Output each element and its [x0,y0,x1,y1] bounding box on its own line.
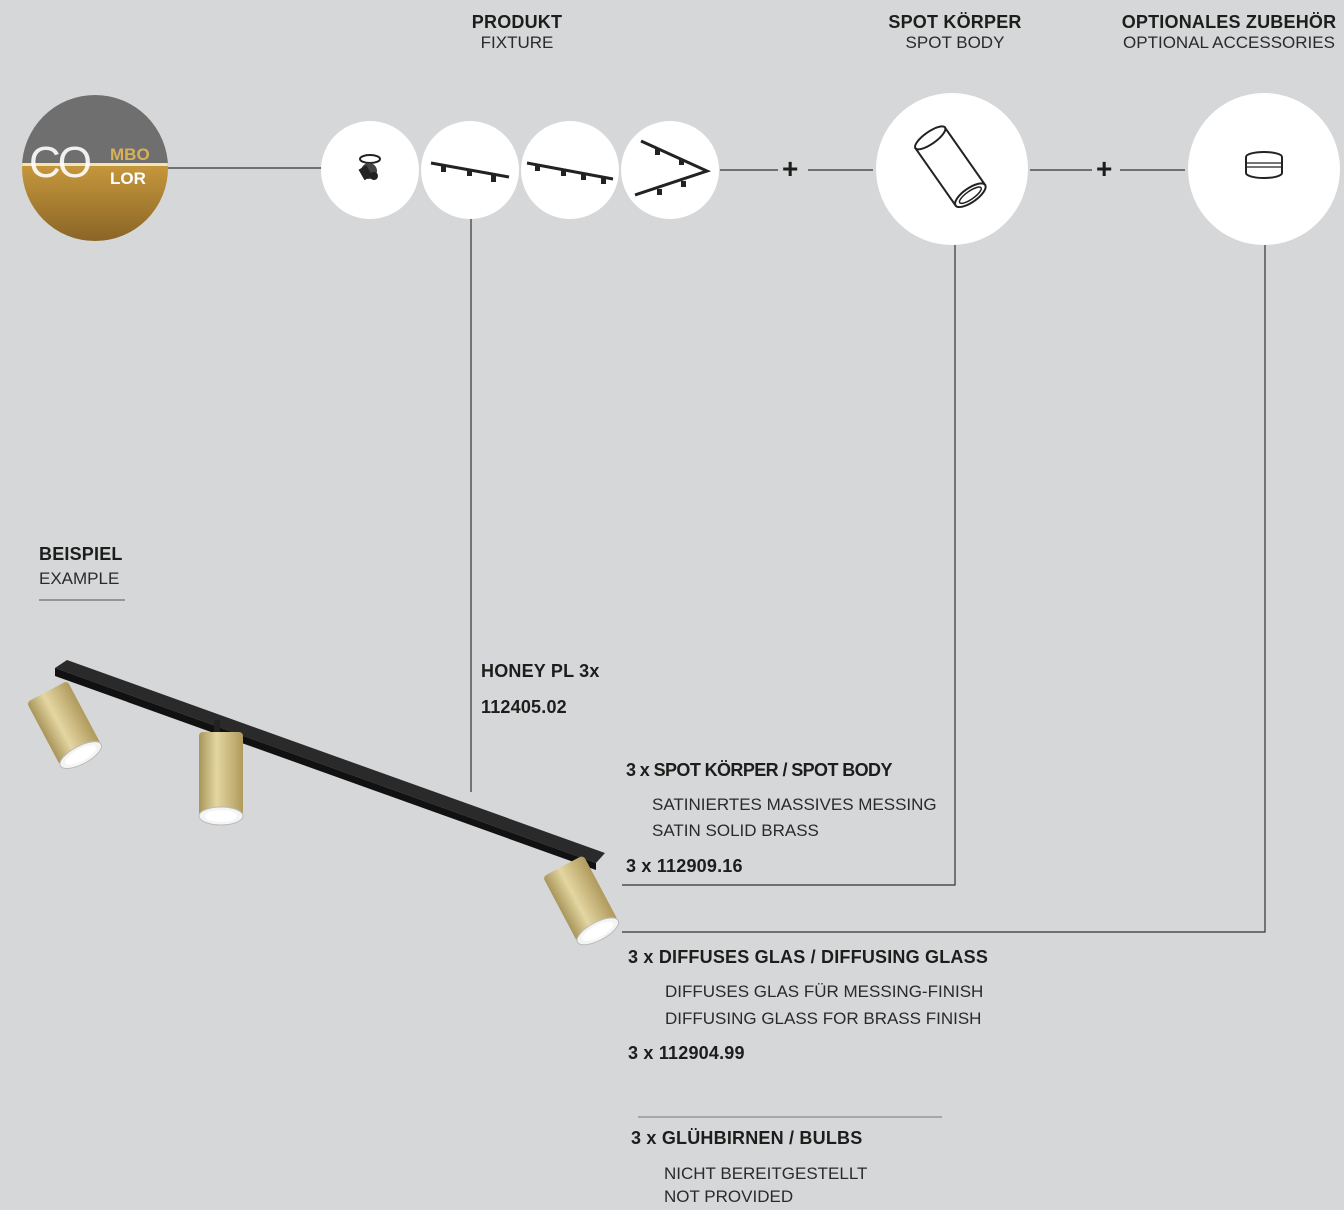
angled-rail-icon [634,139,712,197]
glass-code: 3 x 112904.99 [628,1043,745,1063]
spot-material-en: SATIN SOLID BRASS [652,821,819,840]
rail-3-spots-icon [430,161,510,182]
product-code: 112405.02 [481,697,567,717]
plus-sign: + [782,153,799,184]
bulbs-desc-de: NICHT BEREITGESTELLT [664,1164,868,1183]
product-option-ceiling-spot[interactable] [321,121,419,219]
header-product-title: PRODUKT [471,12,563,32]
spot-body-option[interactable] [876,93,1028,245]
header-accessories: OPTIONALES ZUBEHÖR OPTIONAL ACCESSORIES [1104,12,1344,53]
accessory-option-glass[interactable] [1188,93,1340,245]
header-product: PRODUKT FIXTURE [437,12,597,53]
example-title: BEISPIEL [39,544,123,564]
header-spot-body-title: SPOT KÖRPER [888,12,1022,32]
example-fixture-drawing [28,660,620,946]
spot-cylinder-icon [914,125,987,209]
header-spot-body-subtitle: SPOT BODY [905,33,1005,52]
header-spot-body: SPOT KÖRPER SPOT BODY [855,12,1055,53]
logo-text-mbo: MBO [110,145,150,164]
diffusing-glass-icon [1245,151,1283,179]
example-label: BEISPIEL EXAMPLE [39,544,123,589]
example-subtitle: EXAMPLE [39,569,120,588]
glass-desc-en: DIFFUSING GLASS FOR BRASS FINISH [665,1009,982,1028]
logo-text-co: CO [29,138,92,187]
product-option-rail-4[interactable] [521,121,619,219]
spot-code: 3 x 112909.16 [626,856,743,876]
header-accessories-subtitle: OPTIONAL ACCESSORIES [1123,33,1335,52]
logo-text-lor: LOR [110,169,146,188]
bulbs-desc-en: NOT PROVIDED [664,1187,794,1206]
spot-material-de: SATINIERTES MASSIVES MESSING [652,795,937,814]
rail-4-spots-icon [526,161,614,184]
product-name: HONEY PL 3x [481,661,600,681]
spot-title: 3 x SPOT KÖRPER / SPOT BODY [626,760,892,780]
header-accessories-title: OPTIONALES ZUBEHÖR [1121,12,1337,32]
single-spot-icon [358,154,381,181]
glass-desc-de: DIFFUSES GLAS FÜR MESSING-FINISH [665,982,984,1001]
product-option-rail-3[interactable] [421,121,519,219]
plus-sign: + [1096,153,1113,184]
bulbs-title: 3 x GLÜHBIRNEN / BULBS [631,1128,863,1148]
product-option-angled-rail[interactable] [621,121,719,219]
glass-title: 3 x DIFFUSES GLAS / DIFFUSING GLASS [628,947,989,967]
header-product-subtitle: FIXTURE [480,33,554,52]
